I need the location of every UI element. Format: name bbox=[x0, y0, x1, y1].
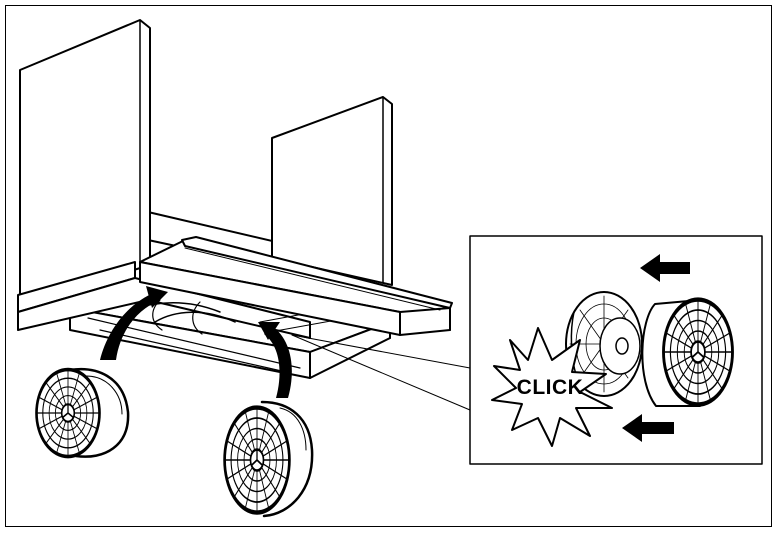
filter-cartridge bbox=[641, 300, 732, 407]
click-starburst: CLICK bbox=[491, 327, 613, 447]
arrow-left-icon bbox=[640, 254, 690, 282]
detail-inset: CLICK bbox=[469, 235, 763, 465]
install-arrow-right bbox=[258, 322, 292, 398]
install-arrow-left bbox=[100, 286, 168, 360]
detail-leader-lines bbox=[291, 334, 471, 411]
cooker-hood bbox=[17, 19, 453, 379]
carbon-filter-right bbox=[225, 400, 314, 518]
arrow-left-icon bbox=[622, 414, 674, 442]
carbon-filter-left bbox=[34, 367, 130, 459]
click-label: CLICK bbox=[517, 376, 584, 399]
